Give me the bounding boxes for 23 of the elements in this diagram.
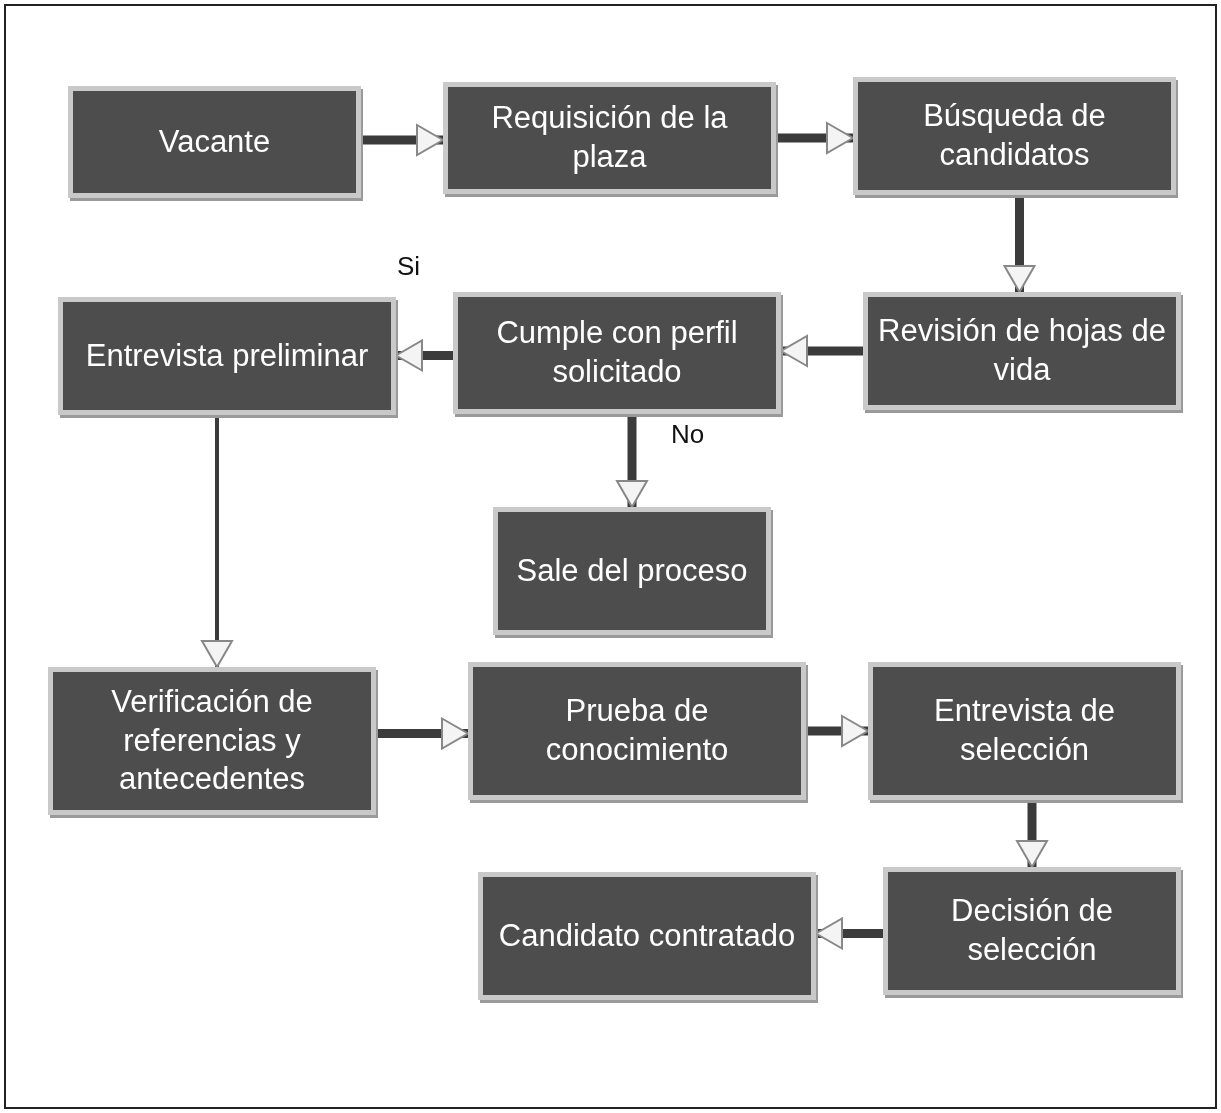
process-box: Sale del proceso — [493, 507, 771, 635]
process-box: Entrevista preliminar — [58, 297, 396, 415]
arrow — [806, 715, 869, 747]
arrow — [815, 917, 883, 950]
process-box: Entrevista de selección — [868, 662, 1181, 800]
process-box: Revisión de hojas de vida — [863, 292, 1181, 410]
process-box: Verificación de referencias y antecedentes — [48, 667, 376, 815]
arrow — [616, 414, 648, 508]
arrow — [776, 122, 854, 154]
arrow — [780, 335, 863, 367]
process-box: Vacante — [68, 86, 361, 198]
process-box: Búsqueda de candidatos — [853, 77, 1176, 195]
arrow — [1016, 800, 1048, 868]
arrow — [361, 124, 444, 156]
arrow — [201, 415, 233, 668]
process-box: Decisión de selección — [883, 867, 1181, 995]
process-box: Candidato contratado — [478, 872, 816, 1000]
arrow — [376, 717, 469, 750]
process-box: Requisición de la plaza — [443, 82, 776, 194]
process-box: Prueba de conocimiento — [468, 662, 806, 800]
process-box: Cumple con perfil solicitado — [453, 292, 781, 414]
arrow — [395, 339, 453, 372]
arrow — [1003, 195, 1036, 293]
